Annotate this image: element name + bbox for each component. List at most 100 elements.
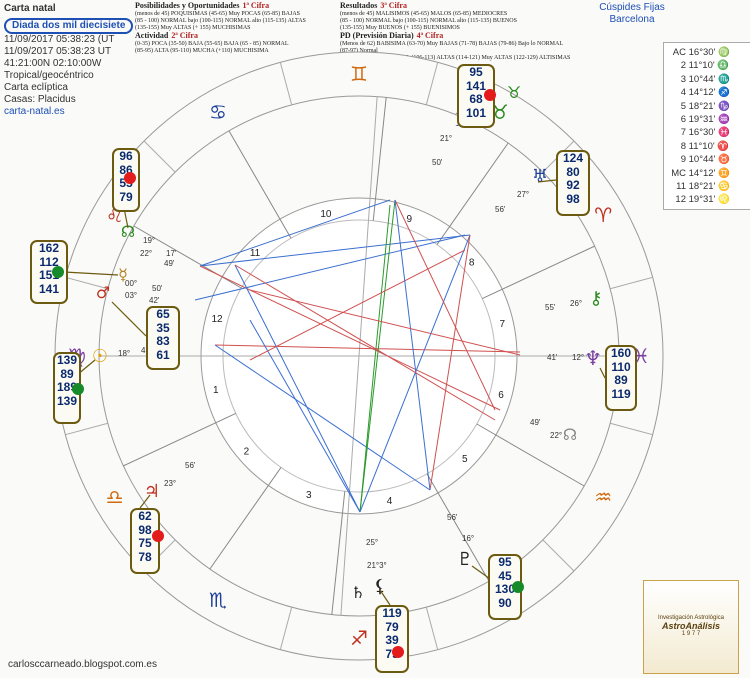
house-cusp-line — [123, 413, 236, 467]
aspect-line — [199, 199, 391, 267]
sign-divider — [610, 276, 653, 290]
score-value: 39 — [385, 633, 399, 647]
cusp-row: 6 19°31' ♒ — [680, 114, 730, 126]
score-value: 160 — [610, 346, 632, 360]
axis-line — [340, 96, 378, 616]
brand-line-2: AstroAnálisis — [661, 621, 721, 631]
cusps-table: AC 16°30' ♍2 11°10' ♎3 10°44' ♏4 14°12' … — [663, 42, 750, 210]
site-link[interactable]: carta-natal.es — [4, 106, 65, 117]
sign-divider — [65, 276, 108, 290]
zodiac-sign-icon: ♉ — [718, 154, 730, 166]
house-number: 4 — [387, 496, 393, 507]
aspect-line — [394, 199, 496, 411]
score-value: 139 — [56, 393, 78, 408]
sign-divider — [542, 539, 575, 572]
legend-line: (85 - 100) NORMAL bajo (100-115) NORMAL … — [135, 18, 306, 24]
legend-line: (0-35) POCA (35-50) BAJA (55-65) BAJA (6… — [135, 41, 289, 47]
blog-link[interactable]: carlosccarneado.blogspot.com.es — [8, 659, 157, 670]
house-number: 1 — [213, 385, 219, 396]
cusps-title: Cúspides Fijas — [599, 2, 665, 13]
legend-tag: 4ª Cifra — [416, 31, 444, 40]
datetime-1: 11/09/2017 05:38:23 (UT — [4, 34, 115, 45]
legend-tag: 3ª Cifra — [380, 1, 407, 10]
score-value: 101 — [465, 105, 487, 120]
score-value: 162 — [38, 241, 60, 255]
score-indicator-dot — [392, 646, 404, 658]
leader-line — [599, 367, 606, 379]
legend-line: (menos de 45) POQUISIMAS (45-65) Muy POC… — [135, 11, 301, 17]
legend-line: (85-95) ALTA (95-110) MUCHA (+110) MUCHI… — [135, 48, 269, 54]
taurus-node-icon: ♉ — [507, 83, 521, 102]
house-cusp-line — [482, 245, 595, 299]
score-value: 62 — [138, 509, 152, 523]
house-number: 7 — [499, 319, 505, 330]
score-value: 90 — [498, 595, 512, 610]
zodiac-sign-icon: ♊ — [718, 167, 730, 179]
zodiac-sign-icon: ♓ — [718, 127, 730, 139]
sign-divider — [425, 607, 439, 650]
chart-title: Carta natal — [4, 3, 56, 14]
degree-label: 56' — [495, 205, 506, 214]
score-value: 130 — [494, 582, 516, 596]
north-node-icon: ☊ — [121, 222, 135, 241]
house-number: 8 — [469, 258, 475, 269]
sign-divider — [143, 140, 176, 173]
degree-label: 23° — [164, 479, 176, 488]
sign-divider — [279, 62, 293, 105]
house-number: 9 — [406, 214, 412, 225]
coordinates: 41:21:00N 02:10:00W — [4, 58, 102, 69]
zodiac-sign-icon: ♎ — [717, 60, 730, 72]
aspect-line — [249, 319, 361, 513]
leader-line — [537, 179, 557, 183]
score-value: 65 — [156, 307, 170, 321]
chiron-icon: ⚷ — [589, 288, 602, 309]
degree-label: 27° — [517, 190, 529, 199]
score-value: 98 — [566, 191, 580, 206]
degree-label: 25° — [366, 538, 378, 547]
house-cusp-line — [426, 473, 490, 582]
planet-score-box-saturn: 119793979 — [375, 605, 409, 673]
sign-divider — [65, 422, 108, 436]
legend-col-1: Posibilidades y Oportunidades 1ª Cifra (… — [135, 2, 335, 55]
legend-line: (Menos de 62) BABISIMA (63-70) Muy BAJAS… — [340, 41, 563, 47]
sign-divider — [279, 607, 293, 650]
brand-line-1: Investigación Astrológica — [657, 615, 725, 621]
score-value: 35 — [156, 320, 170, 335]
aspect-line — [234, 264, 496, 421]
leader-line — [139, 494, 151, 509]
lilith-icon: ⚸ — [373, 576, 386, 597]
house-system: Casas: Placidus — [4, 94, 76, 105]
score-value: 78 — [138, 549, 152, 564]
score-value: 80 — [566, 164, 580, 179]
zodiac-sign-icon: ♒ — [594, 485, 612, 509]
legend-line: (135-155) Muy ALTAS (+ 155) MUCHISIMAS — [135, 25, 251, 31]
zodiac-sign-icon: ♏ — [718, 73, 730, 85]
degree-label: 56' — [185, 461, 196, 470]
score-value: 92 — [566, 178, 580, 192]
score-value: 110 — [611, 359, 631, 374]
degree-label: 50' — [152, 284, 163, 293]
score-indicator-dot — [152, 530, 164, 542]
zodiac-sign-icon: ♋ — [718, 181, 730, 193]
aspect-line — [359, 204, 391, 513]
cusp-row: 2 11°10' ♎ — [680, 60, 730, 72]
node-icon: ☊ — [563, 425, 577, 444]
house-number: 2 — [244, 446, 250, 457]
house-number: 11 — [250, 248, 261, 259]
score-indicator-dot — [72, 383, 84, 395]
saturn-icon: ♄ — [351, 583, 365, 602]
aspect-line — [394, 199, 431, 491]
aspect-line — [249, 249, 466, 361]
score-value: 61 — [156, 347, 170, 362]
score-value: 141 — [465, 78, 487, 93]
degree-label: 16° — [462, 534, 474, 543]
zodiac-sign-icon: ♋ — [209, 100, 227, 124]
legend-title: Resultados — [340, 1, 378, 10]
degree-label: 21° — [440, 134, 452, 143]
house-cusp-line — [436, 142, 509, 245]
datetime-2: 11/09/2017 05:38:23 UT — [4, 46, 112, 57]
